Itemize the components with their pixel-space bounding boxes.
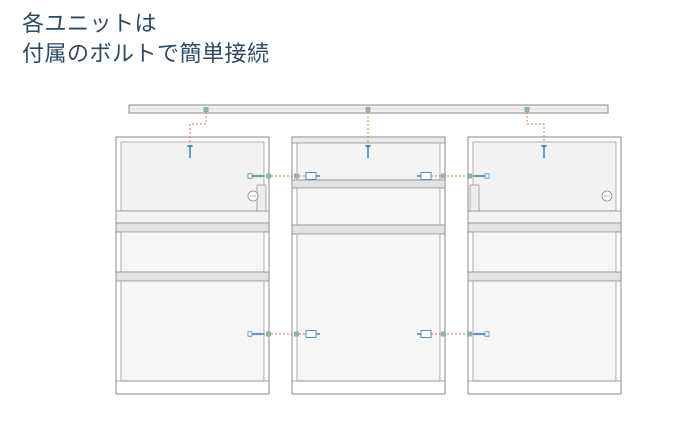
unit-left	[115, 136, 270, 395]
lower-connectors	[247, 329, 490, 339]
title-line-2: 付属のボルトで簡単接続	[22, 42, 270, 67]
cam-lock-icon	[247, 184, 267, 212]
page-title: 各ユニットは 付属のボルトで簡単接続	[22, 10, 270, 70]
upper-connectors	[247, 171, 490, 181]
unit-middle	[291, 136, 446, 395]
top-rail-fixings	[189, 112, 545, 143]
title-line-1: 各ユニットは	[22, 12, 158, 37]
cam-lock-icon	[469, 184, 613, 212]
unit-right	[467, 136, 622, 395]
